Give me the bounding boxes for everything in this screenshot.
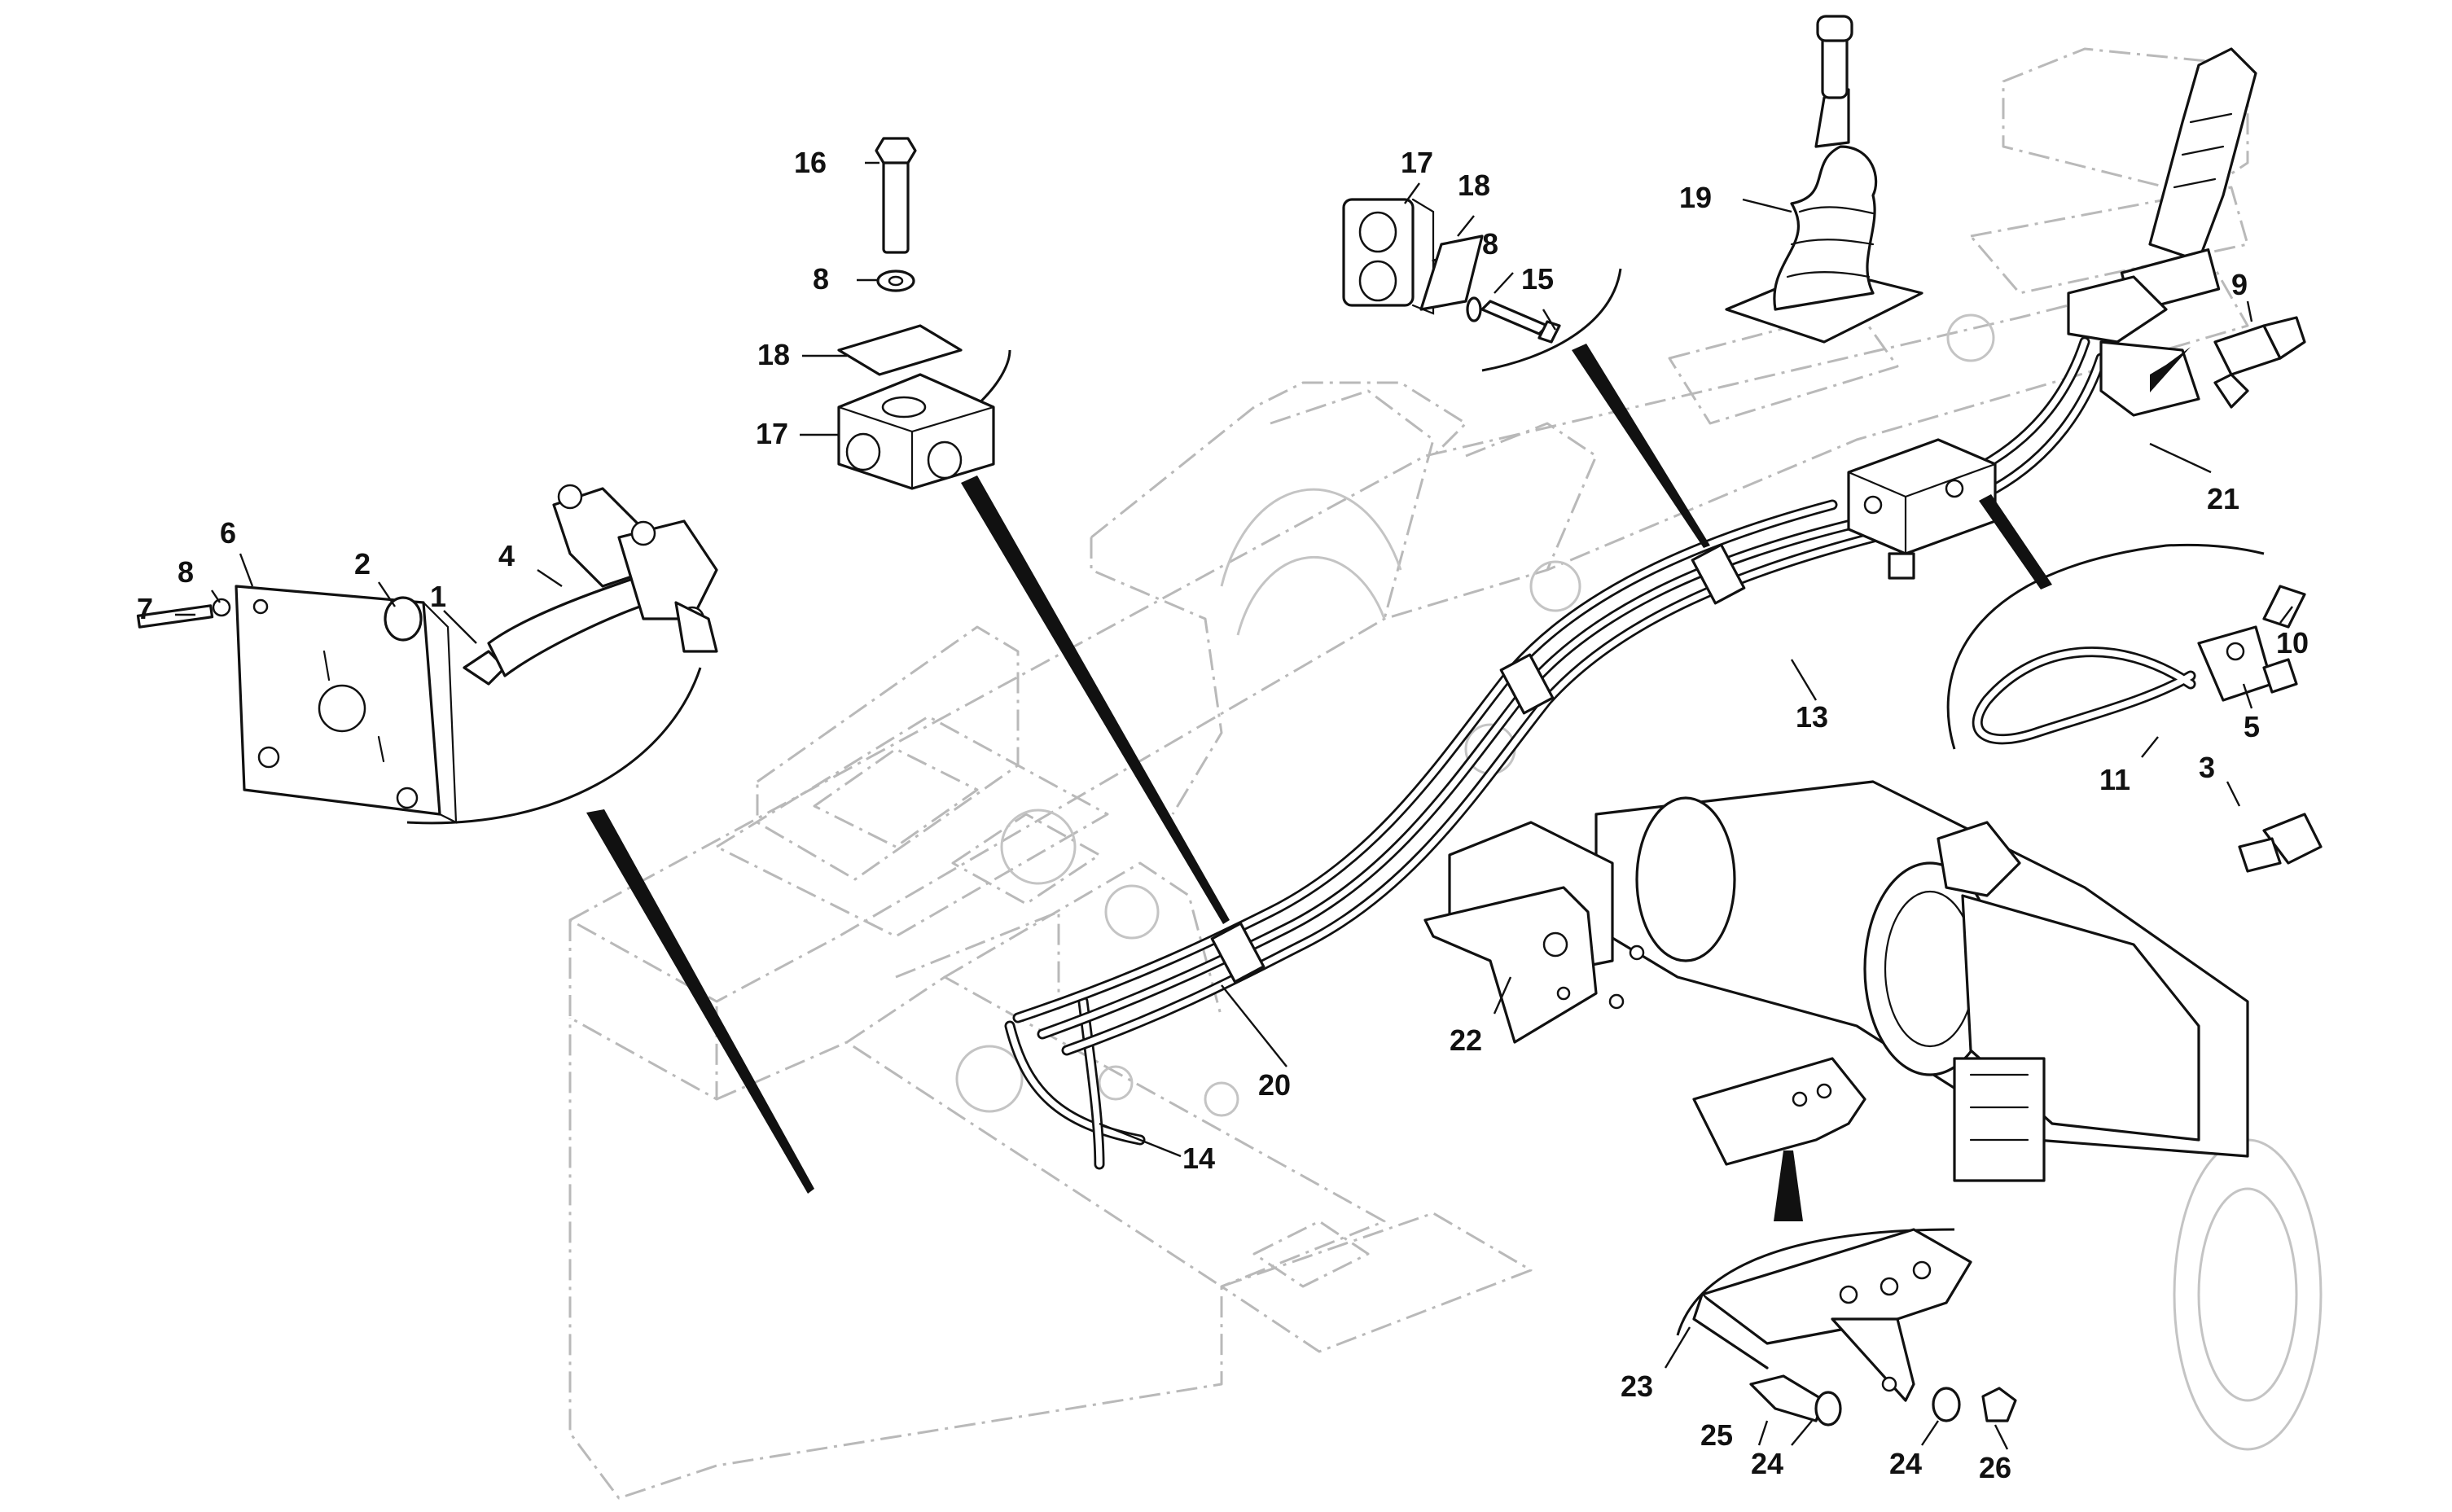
callout-labels: 1 2 3 4 5 6 7 8 8 8 9 10 11 13 14 15 16 … xyxy=(137,146,2309,1484)
callout-3: 3 xyxy=(2199,751,2215,784)
callout-10: 10 xyxy=(2276,626,2309,660)
callout-5: 5 xyxy=(2244,710,2260,743)
callout-8-stack: 8 xyxy=(813,262,829,296)
callout-21: 21 xyxy=(2207,482,2239,515)
control-valve-on-frame xyxy=(1847,438,1997,580)
joystick-lever-assembly xyxy=(1725,15,1923,344)
axle-assembly xyxy=(1448,780,2249,1182)
callout-9: 9 xyxy=(2231,268,2248,301)
callout-7: 7 xyxy=(137,592,153,625)
callout-4: 4 xyxy=(498,539,515,572)
callout-15: 15 xyxy=(1521,262,1554,296)
detail-left-plate xyxy=(136,484,718,824)
hydraulic-hoses xyxy=(1004,336,2107,1170)
callout-19: 19 xyxy=(1679,181,1712,214)
callout-23: 23 xyxy=(1621,1370,1653,1403)
bracket-22 xyxy=(1423,886,1598,1044)
callout-16: 16 xyxy=(794,146,827,179)
callout-17-clamp: 17 xyxy=(1401,146,1433,179)
detail-clamp-set xyxy=(1342,198,1561,344)
callout-6: 6 xyxy=(220,516,236,550)
callout-17-stack: 17 xyxy=(756,417,788,450)
detail-bracket-23 xyxy=(1692,1228,2017,1427)
chassis-frame-outline xyxy=(568,47,2323,1500)
callout-25: 25 xyxy=(1700,1418,1733,1452)
detail-valve-fittings xyxy=(1972,316,2323,873)
callout-2: 2 xyxy=(354,547,371,581)
callout-24-left: 24 xyxy=(1751,1447,1783,1480)
callout-8-clamp: 8 xyxy=(1482,227,1498,261)
callout-26: 26 xyxy=(1979,1451,2011,1484)
callout-14: 14 xyxy=(1182,1142,1215,1175)
detail-clamp-stack xyxy=(837,137,995,490)
callout-8-left: 8 xyxy=(178,555,194,589)
callout-11: 11 xyxy=(2099,763,2130,796)
callout-leaders xyxy=(175,161,2293,1450)
bracket-upper-axle xyxy=(1692,1057,1866,1166)
callout-1: 1 xyxy=(430,580,446,613)
callout-18-clamp: 18 xyxy=(1458,169,1490,202)
callout-24-right: 24 xyxy=(1889,1447,1922,1480)
callout-18-stack: 18 xyxy=(757,338,790,371)
callout-22: 22 xyxy=(1450,1023,1482,1057)
callout-13: 13 xyxy=(1796,700,1828,734)
callout-20: 20 xyxy=(1258,1068,1291,1102)
